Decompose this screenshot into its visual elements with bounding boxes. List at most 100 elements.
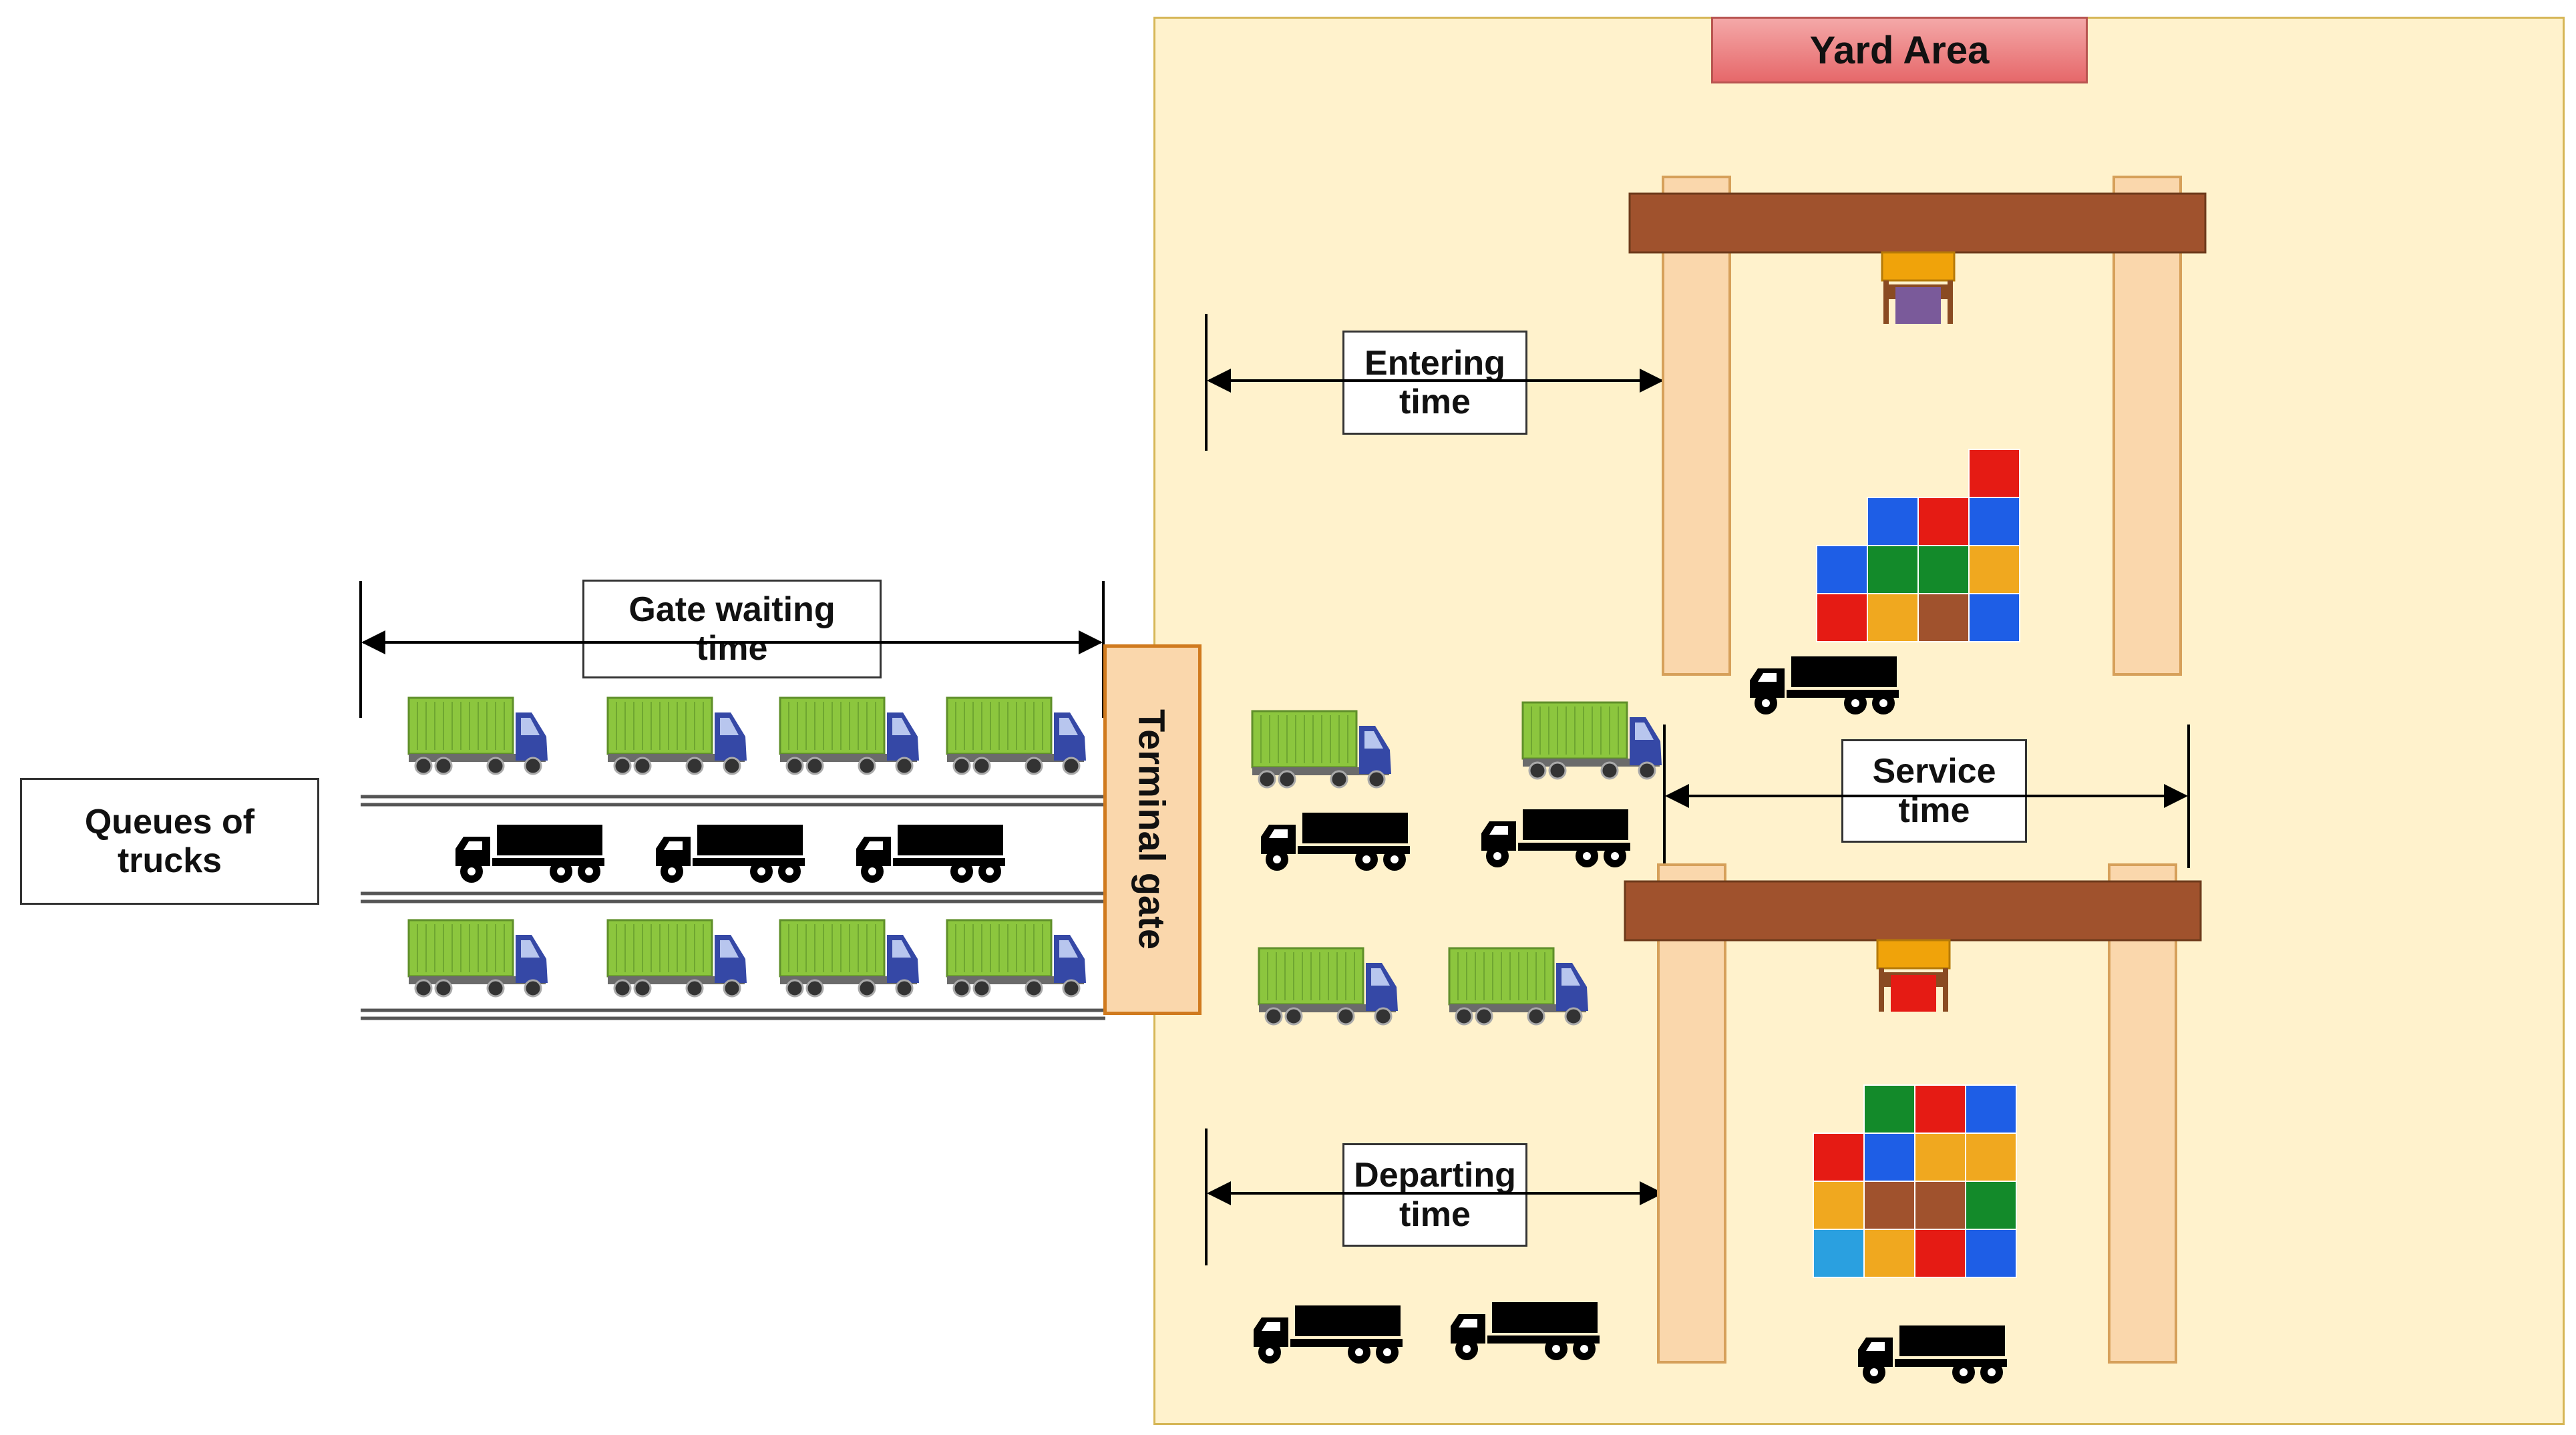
stacked-container bbox=[1965, 1084, 2017, 1134]
wheel-hub bbox=[1762, 699, 1770, 707]
wheel-hub bbox=[1870, 1368, 1878, 1376]
truck-wheel bbox=[805, 979, 824, 998]
gantry-crane-top bbox=[1628, 176, 2207, 676]
trailer-body bbox=[1791, 656, 1897, 687]
truck-wheel bbox=[1264, 1007, 1283, 1026]
truck-window bbox=[664, 841, 683, 850]
stacked-container bbox=[1917, 593, 1970, 642]
empty-truck-icon bbox=[856, 825, 1005, 883]
container-truck-icon bbox=[779, 919, 919, 998]
stacked-container bbox=[1914, 1133, 1966, 1182]
truck-wheel bbox=[1258, 770, 1276, 789]
stacked-container bbox=[1816, 545, 1868, 594]
stacked-container bbox=[1863, 1229, 1915, 1278]
wheel-hub bbox=[468, 867, 476, 875]
truck-wheel bbox=[685, 979, 704, 998]
stacked-container bbox=[1968, 497, 2020, 546]
truck-cab bbox=[887, 935, 919, 983]
container-truck-icon bbox=[1258, 947, 1398, 1026]
truck-wheel bbox=[1455, 1007, 1473, 1026]
stacked-container bbox=[1813, 1133, 1865, 1182]
truck-wheel bbox=[1367, 770, 1386, 789]
wheel-hub bbox=[785, 867, 793, 875]
wheel-hub bbox=[1988, 1368, 1996, 1376]
trailer-body bbox=[898, 825, 1003, 855]
stacked-container bbox=[1965, 1229, 2017, 1278]
truck-window bbox=[1635, 723, 1654, 740]
container-truck-icon bbox=[779, 696, 919, 775]
wheel-hub bbox=[1552, 1345, 1560, 1353]
empty-truck-icon bbox=[455, 825, 604, 883]
trailer-bed bbox=[1298, 846, 1410, 854]
crane-trolley bbox=[1881, 251, 1956, 282]
empty-truck-icon bbox=[1261, 813, 1410, 871]
stacked-container bbox=[1863, 1181, 1915, 1230]
crane-leg-left bbox=[1662, 176, 1731, 676]
truck-wheel bbox=[1025, 757, 1043, 775]
truck-window bbox=[1059, 718, 1078, 735]
truck-window bbox=[1059, 940, 1078, 958]
trailer-bed bbox=[1290, 1339, 1403, 1347]
gantry-crane-bottom bbox=[1624, 863, 2202, 1364]
trailer-body bbox=[1492, 1302, 1598, 1333]
truck-window bbox=[720, 718, 739, 735]
truck-wheel bbox=[1330, 770, 1348, 789]
truck-wheel bbox=[1638, 761, 1656, 780]
truck-window bbox=[892, 940, 911, 958]
truck-wheel bbox=[1475, 1007, 1493, 1026]
empty-truck-icon bbox=[1858, 1325, 2007, 1384]
truck-window bbox=[720, 940, 739, 958]
service-dimension bbox=[1663, 725, 2190, 868]
trailer-body bbox=[1295, 1305, 1401, 1336]
crane-leg-right bbox=[2108, 863, 2177, 1364]
truck-wheel bbox=[723, 757, 741, 775]
trailer-bed bbox=[1787, 690, 1899, 698]
truck-wheel bbox=[524, 979, 542, 998]
stacked-container bbox=[1863, 1084, 1915, 1134]
empty-truck-icon bbox=[1451, 1302, 1600, 1360]
stacked-container bbox=[1965, 1181, 2017, 1230]
wheel-hub bbox=[1879, 699, 1887, 707]
trailer-body bbox=[1302, 813, 1408, 843]
empty-truck-icon bbox=[656, 825, 805, 883]
trailer-body bbox=[497, 825, 602, 855]
stacked-container bbox=[1914, 1181, 1966, 1230]
truck-window bbox=[521, 940, 540, 958]
truck-cab bbox=[887, 712, 919, 761]
truck-window bbox=[1364, 731, 1383, 749]
truck-wheel bbox=[1062, 757, 1081, 775]
container-truck-icon bbox=[1251, 710, 1391, 789]
stacked-container bbox=[1968, 449, 2020, 498]
stacked-container bbox=[1867, 545, 1919, 594]
departing-dimension bbox=[1205, 1129, 1666, 1265]
stacked-container bbox=[1867, 593, 1919, 642]
truck-wheel bbox=[1548, 761, 1567, 780]
lifted-container bbox=[1891, 975, 1936, 1012]
container-truck-icon bbox=[407, 919, 548, 998]
truck-wheel bbox=[1284, 1007, 1303, 1026]
trailer-bed bbox=[693, 858, 805, 866]
wheel-hub bbox=[1580, 1345, 1588, 1353]
queues-of-trucks-label: Queues of trucks bbox=[20, 778, 319, 905]
wheel-hub bbox=[1355, 1348, 1363, 1356]
truck-window bbox=[1371, 968, 1390, 986]
container-truck-icon bbox=[946, 919, 1086, 998]
truck-wheel bbox=[414, 979, 433, 998]
yard-area-title: Yard Area bbox=[1711, 17, 2088, 83]
truck-window bbox=[1459, 1319, 1477, 1327]
entering-dimension bbox=[1205, 314, 1666, 451]
spreader-arm bbox=[1943, 968, 1948, 1012]
container-truck-icon bbox=[606, 919, 747, 998]
truck-wheel bbox=[858, 979, 876, 998]
truck-wheel bbox=[972, 979, 991, 998]
wheel-hub bbox=[1383, 1348, 1391, 1356]
truck-cab bbox=[715, 712, 747, 761]
container-stack-top bbox=[1816, 449, 2020, 642]
stacked-container bbox=[1917, 545, 1970, 594]
container-stack-bottom bbox=[1813, 1084, 2017, 1278]
stacked-container bbox=[1914, 1084, 1966, 1134]
truck-wheel bbox=[1600, 761, 1619, 780]
stacked-container bbox=[1917, 497, 1970, 546]
truck-wheel bbox=[434, 979, 453, 998]
wheel-hub bbox=[1851, 699, 1859, 707]
